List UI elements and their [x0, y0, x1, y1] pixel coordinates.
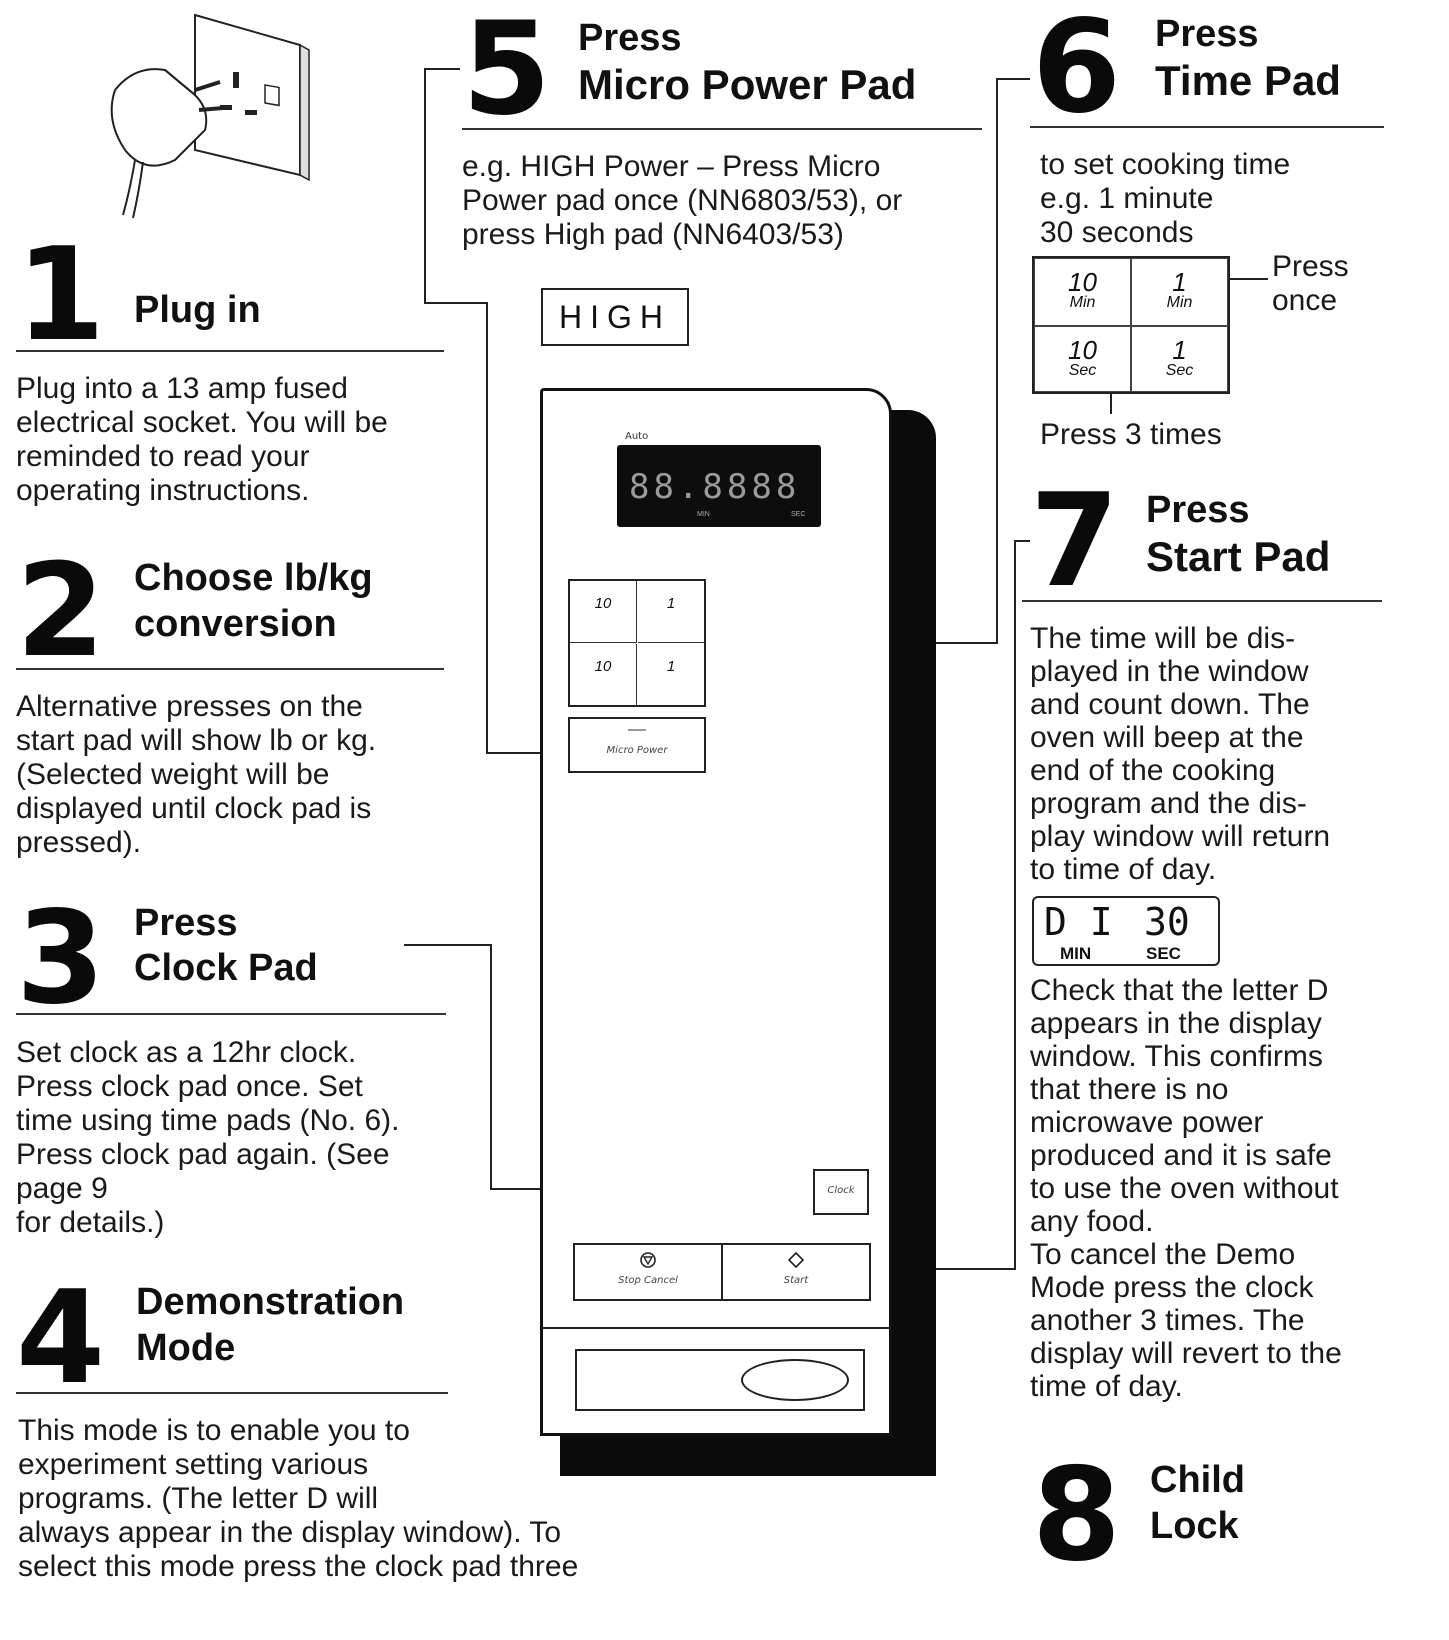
high-pad-label: HIGH [559, 299, 671, 335]
step-2-title-line2: conversion [134, 603, 337, 645]
press-3-times-leader [1110, 392, 1112, 414]
time-pad-10-sec: 10 Sec [1034, 326, 1131, 392]
step-3-title-line1: Press [134, 902, 238, 944]
step-6-body: to set cooking time e.g. 1 minute 30 sec… [1040, 148, 1291, 249]
oven-start-label: Start [783, 1275, 809, 1286]
demo-display-left: D I [1044, 900, 1113, 944]
demo-display-sec: SEC [1146, 944, 1181, 963]
step-5-connector-end [486, 752, 568, 754]
oven-stop-start-pads: Stop Cancel Start [573, 1243, 871, 1301]
step-2-body: Alternative presses on the start pad wil… [16, 690, 377, 859]
high-pad-illustration: HIGH [541, 288, 689, 346]
step-4-body: This mode is to enable you to experiment… [18, 1414, 579, 1583]
step-5-connector-vertical [424, 68, 426, 304]
oven-display-window: 88.8888 MIN SEC [617, 445, 821, 527]
step-6-title-line2: Time Pad [1155, 57, 1341, 104]
step-7-connector-end [870, 1268, 1016, 1270]
step-7-body: The time will be dis- played in the wind… [1030, 622, 1331, 886]
step-7-title-line2: Start Pad [1146, 533, 1331, 580]
step-7-divider [1022, 600, 1382, 602]
oven-door-divider [543, 1327, 889, 1329]
step-2-number: 2 [16, 537, 105, 686]
press-3-times-label: Press 3 times [1040, 418, 1222, 451]
step-3-divider [16, 1013, 446, 1015]
oven-display-digits: 88.8888 [629, 467, 801, 507]
demo-display-illustration: D I 30 MIN SEC [1032, 896, 1220, 966]
step-7-title-line1: Press [1146, 489, 1250, 531]
oven-clock-pad: Clock [813, 1169, 869, 1215]
step-6-divider [1030, 126, 1384, 128]
oven-stop-cancel-label: Stop Cancel [618, 1275, 678, 1286]
step-3-number: 3 [16, 884, 105, 1033]
step-5-title-line2: Micro Power Pad [578, 61, 917, 108]
step-6-connector-vertical [996, 78, 998, 644]
demo-display-min: MIN [1060, 944, 1092, 963]
step-4-number: 4 [16, 1264, 105, 1413]
oven-control-panel: Auto 88.8888 MIN SEC 10 1 10 1 Micro Pow… [540, 388, 892, 1436]
oven-pad-10-min: 10 [570, 581, 637, 643]
step-4-title-line1: Demonstration [136, 1281, 405, 1323]
step-7-connector-top [1014, 540, 1030, 542]
oven-micro-power-label: Micro Power [606, 745, 668, 756]
demo-display-right: 30 [1144, 900, 1190, 944]
oven-auto-label: Auto [625, 431, 649, 442]
step-1-divider [16, 350, 444, 352]
step-8-number: 8 [1032, 1441, 1121, 1590]
oven-stop-cancel-pad: Stop Cancel [575, 1245, 723, 1299]
oven-clock-label: Clock [827, 1185, 855, 1196]
oven-start-pad: Start [723, 1245, 869, 1299]
step-6-title-line1: Press [1155, 13, 1259, 55]
step-2-title-line1: Choose lb/kg [134, 557, 373, 599]
press-once-label: Press once [1272, 250, 1349, 317]
step-8-title-line2: Lock [1150, 1505, 1239, 1547]
oven-door-release-button [741, 1359, 849, 1401]
step-5-connector-top [424, 68, 460, 70]
step-4-title-line2: Mode [136, 1327, 236, 1369]
step-2-divider [16, 668, 444, 670]
time-pad-grid: 10 Min 1 Min 10 Sec 1 Sec [1032, 256, 1230, 394]
oven-time-pads: 10 1 10 1 [568, 579, 706, 707]
oven-micro-power-indicator [628, 729, 646, 731]
step-5-connector-mid [424, 302, 488, 304]
oven-door-release-panel [575, 1349, 865, 1411]
step-5-body: e.g. HIGH Power – Press Micro Power pad … [462, 150, 903, 251]
step-7-connector-vertical [1014, 540, 1016, 1270]
stop-icon [640, 1252, 656, 1268]
step-5-connector-down [486, 302, 488, 754]
plug-socket-illustration [110, 13, 310, 219]
oven-pad-10-sec: 10 [570, 644, 637, 705]
step-6-connector-top [996, 78, 1030, 80]
oven-display-min: MIN [697, 511, 710, 518]
step-1-body: Plug into a 13 amp fused electrical sock… [16, 372, 388, 507]
step-8-title-line1: Child [1150, 1459, 1245, 1501]
step-7-body-2: Check that the letter D appears in the d… [1030, 974, 1342, 1403]
step-3-connector-vertical [490, 944, 492, 1190]
step-3-connector-top [404, 944, 492, 946]
time-pad-1-min: 1 Min [1131, 258, 1228, 326]
step-4-divider [16, 1392, 448, 1394]
time-pad-1-sec: 1 Sec [1131, 326, 1228, 392]
step-3-title-line2: Clock Pad [134, 947, 318, 989]
oven-micro-power-pad: Micro Power [568, 717, 706, 773]
press-once-leader [1228, 278, 1268, 280]
oven-display-sec: SEC [791, 511, 806, 518]
step-6-number: 6 [1032, 0, 1121, 142]
step-3-body: Set clock as a 12hr clock. Press clock p… [16, 1036, 400, 1239]
step-5-title-line1: Press [578, 17, 682, 59]
step-7-number: 7 [1030, 467, 1119, 616]
step-1-number: 1 [16, 221, 105, 370]
oven-pad-1-sec: 1 [666, 658, 676, 675]
step-5-number: 5 [462, 0, 551, 144]
step-5-divider [462, 128, 982, 130]
time-pad-10-min: 10 Min [1034, 258, 1131, 326]
start-icon [787, 1251, 805, 1269]
step-1-title: Plug in [134, 289, 261, 331]
oven-pad-1-min: 1 [638, 581, 704, 643]
